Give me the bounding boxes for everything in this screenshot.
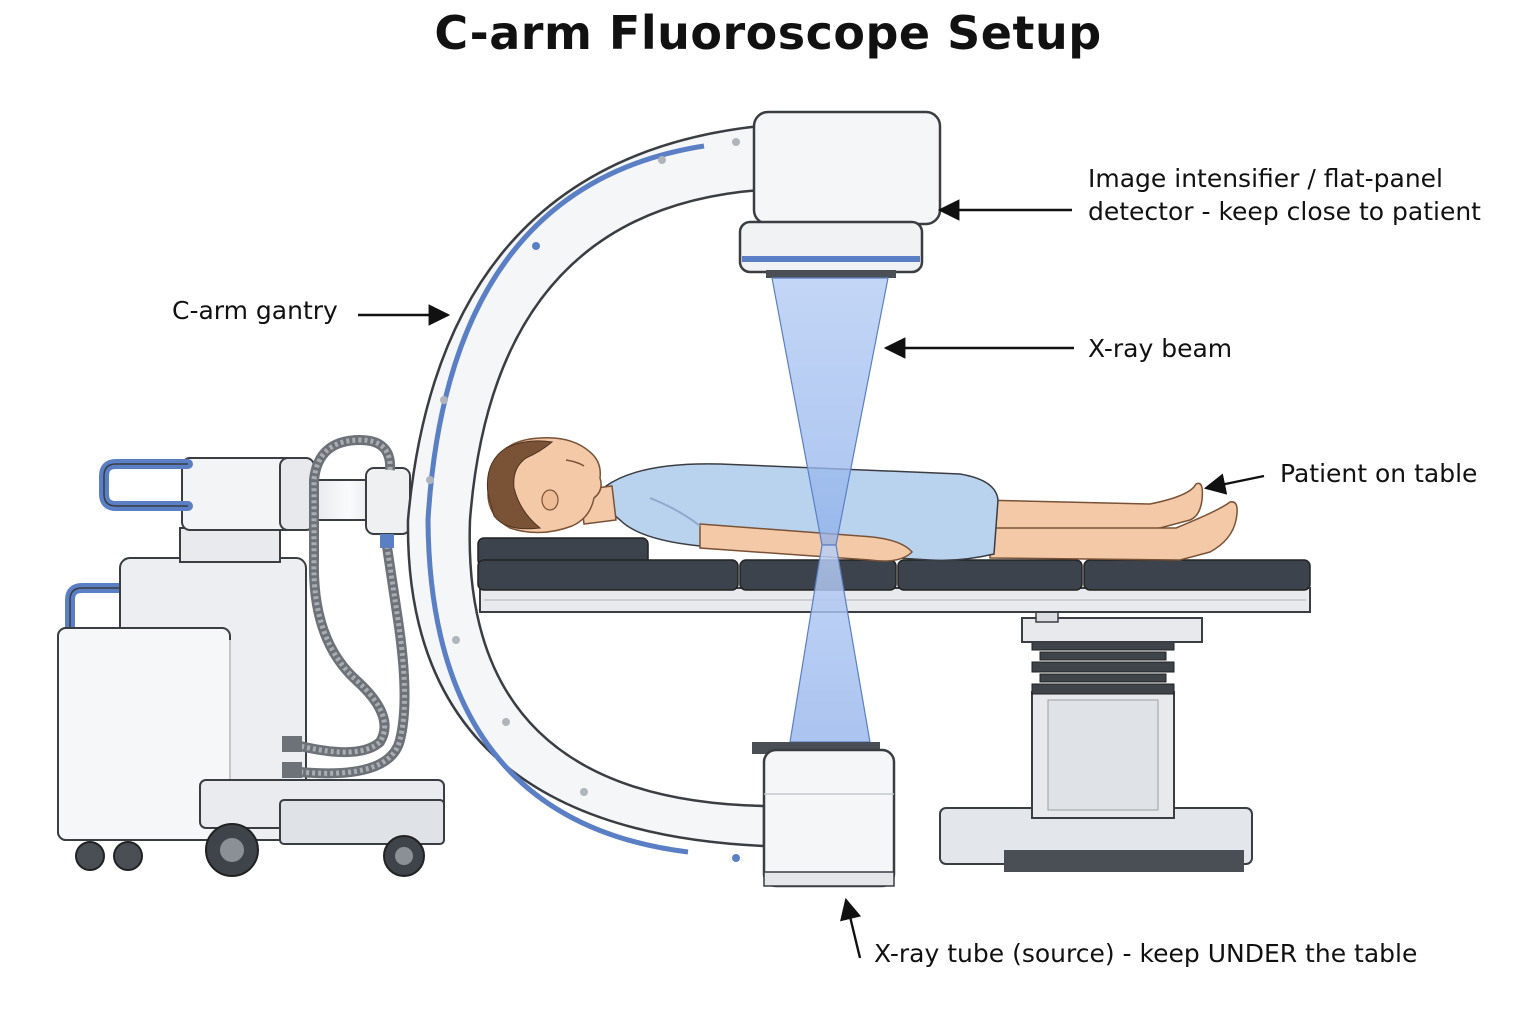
mobile-cart: [57, 434, 445, 877]
label-detector: Image intensifier / flat-panel detector …: [1088, 162, 1481, 228]
label-detector-line1: Image intensifier / flat-panel: [1088, 164, 1444, 193]
label-tube: X-ray tube (source) - keep UNDER the tab…: [874, 939, 1418, 968]
page-title: C-arm Fluoroscope Setup: [434, 6, 1102, 60]
label-gantry: C-arm gantry: [172, 296, 338, 325]
patient: [486, 437, 1238, 562]
x-ray-tube: [752, 742, 896, 888]
label-beam: X-ray beam: [1088, 334, 1233, 363]
image-intensifier: [738, 110, 942, 278]
label-patient: Patient on table: [1280, 459, 1478, 488]
label-detector-line2: detector - keep close to patient: [1088, 197, 1481, 226]
arrow-patient: [1203, 473, 1265, 495]
arrow-tube: [840, 897, 862, 959]
callout-arrows: [358, 199, 1265, 959]
